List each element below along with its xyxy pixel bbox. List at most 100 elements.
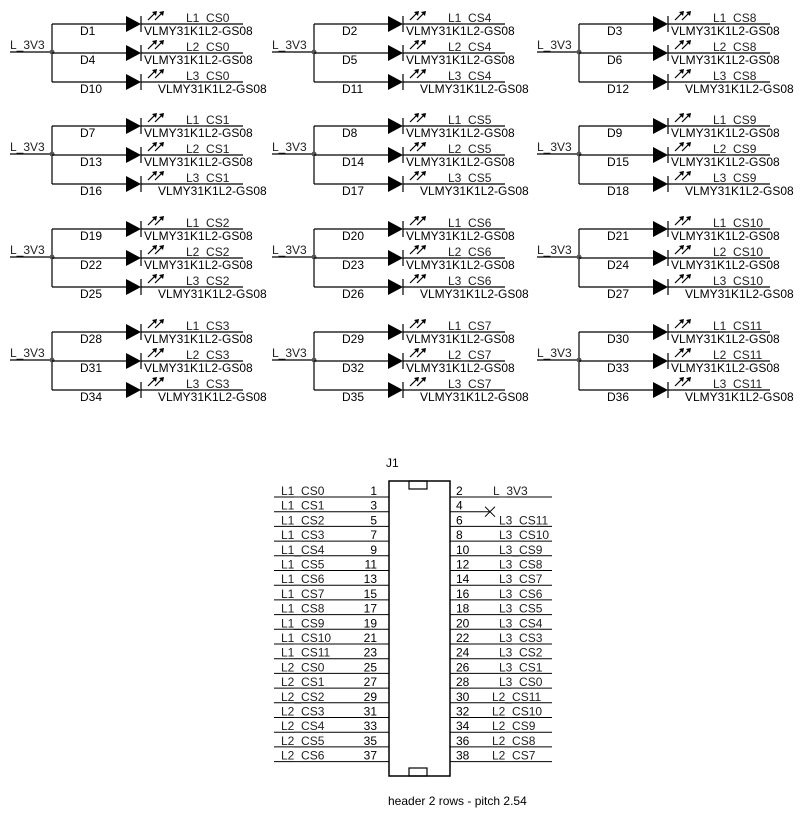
led-part-number: VLMY31K1L2-GS08: [420, 390, 529, 404]
pin-net-label: L3_CS10: [499, 528, 549, 542]
led-symbol: [388, 324, 403, 340]
connector-body: [388, 480, 451, 777]
led-block: L_3V3L1_CS5VLMY31K1L2-GS08D8L2_CS5VLMY31…: [272, 113, 529, 198]
pin-net-label: L2_CS3: [281, 705, 325, 719]
pin-net-label: L1_CS7: [281, 587, 325, 601]
led-designator: D8: [342, 126, 358, 140]
led-symbol: [388, 147, 403, 163]
pin-net-label: L3_CS9: [499, 543, 543, 557]
led-net-label: L2_CS6: [448, 245, 492, 259]
connector-pin-left: L1_CS7 15: [274, 587, 389, 601]
pin-net-label: L_3V3: [493, 484, 528, 498]
led-symbol: [126, 176, 141, 192]
emission-arrows-icon: [409, 245, 426, 255]
led-symbol: [653, 324, 668, 340]
pin-net-label: L2_CS1: [281, 675, 325, 689]
led-symbol: [653, 221, 668, 237]
pin-net-label: L3_CS2: [499, 646, 543, 660]
pin-net-label: L3_CS5: [499, 602, 543, 616]
pin-number: 37: [364, 749, 378, 763]
emission-arrows-icon: [674, 11, 691, 21]
pin-net-label: L1_CS3: [281, 528, 325, 542]
emission-arrows-icon: [409, 69, 426, 79]
led-symbol: [388, 176, 403, 192]
led-net-label: L1_CS2: [186, 216, 230, 230]
emission-arrows-icon: [147, 171, 164, 181]
emission-arrows-icon: [674, 171, 691, 181]
led-designator: D22: [80, 258, 102, 272]
led-net-label: L3_CS6: [448, 274, 492, 288]
led-symbol: [388, 74, 403, 90]
led-symbol: [388, 279, 403, 295]
pin-number: 30: [456, 690, 470, 704]
led-designator: D9: [607, 126, 623, 140]
pin-number: 17: [364, 602, 378, 616]
led-net-label: L2_CS2: [186, 245, 230, 259]
led-net-label: L2_CS4: [448, 40, 492, 54]
pin-number: 33: [364, 719, 378, 733]
led-part-number: VLMY31K1L2-GS08: [671, 126, 780, 140]
led-block: L_3V3L1_CS9VLMY31K1L2-GS08D9L2_CS9VLMY31…: [537, 113, 794, 198]
led-part-number: VLMY31K1L2-GS08: [406, 258, 515, 272]
supply-net-label: L_3V3: [272, 38, 307, 52]
pin-number: 36: [456, 734, 470, 748]
led-designator: D1: [80, 24, 96, 38]
pin-number: 25: [364, 660, 378, 674]
led-part-number: VLMY31K1L2-GS08: [671, 361, 780, 375]
led-part-number: VLMY31K1L2-GS08: [420, 184, 529, 198]
led-part-number: VLMY31K1L2-GS08: [144, 53, 253, 67]
pin-number: 15: [364, 587, 378, 601]
led-designator: D24: [607, 258, 629, 272]
emission-arrows-icon: [674, 216, 691, 226]
pin-number: 38: [456, 749, 470, 763]
led-designator: D2: [342, 24, 358, 38]
led-symbol: [388, 45, 403, 61]
pin-number: 6: [456, 513, 463, 527]
led-part-number: VLMY31K1L2-GS08: [144, 361, 253, 375]
led-designator: D26: [342, 287, 364, 301]
led-net-label: L3_CS3: [186, 377, 230, 391]
led-symbol: [388, 221, 403, 237]
led-designator: D7: [80, 126, 96, 140]
led-designator: D29: [342, 332, 364, 346]
pin-net-label: L2_CS7: [492, 749, 536, 763]
led-designator: D13: [80, 155, 102, 169]
pin-number: 21: [364, 631, 378, 645]
supply-net-label: L_3V3: [10, 243, 45, 257]
led-block: L_3V3L1_CS3VLMY31K1L2-GS08D28L2_CS3VLMY3…: [10, 319, 267, 404]
led-net-label: L1_CS7: [448, 319, 492, 333]
emission-arrows-icon: [147, 319, 164, 329]
led-net-label: L1_CS3: [186, 319, 230, 333]
led-part-number: VLMY31K1L2-GS08: [158, 287, 267, 301]
led-part-number: VLMY31K1L2-GS08: [671, 24, 780, 38]
led-symbol: [126, 221, 141, 237]
pin-net-label: L1_CS10: [281, 631, 331, 645]
pin-number: 11: [365, 558, 378, 572]
led-net-label: L2_CS5: [448, 142, 492, 156]
led-net-label: L3_CS11: [713, 377, 762, 391]
led-symbol: [653, 16, 668, 32]
led-part-number: VLMY31K1L2-GS08: [420, 287, 529, 301]
led-net-label: L3_CS5: [448, 171, 492, 185]
connector-pin-right: 38 L2_CS7: [450, 749, 552, 763]
led-net-label: L2_CS1: [186, 142, 230, 156]
led-part-number: VLMY31K1L2-GS08: [144, 155, 253, 169]
led-part-number: VLMY31K1L2-GS08: [685, 287, 794, 301]
led-designator: D4: [80, 53, 96, 67]
junction-dot: [49, 254, 55, 260]
led-part-number: VLMY31K1L2-GS08: [144, 332, 253, 346]
led-part-number: VLMY31K1L2-GS08: [671, 258, 780, 272]
pin-number: 4: [456, 499, 463, 513]
led-block: L_3V3L1_CS2VLMY31K1L2-GS08D19L2_CS2VLMY3…: [10, 216, 267, 301]
emission-arrows-icon: [409, 348, 426, 358]
led-part-number: VLMY31K1L2-GS08: [144, 126, 253, 140]
led-net-label: L1_CS5: [448, 113, 492, 127]
